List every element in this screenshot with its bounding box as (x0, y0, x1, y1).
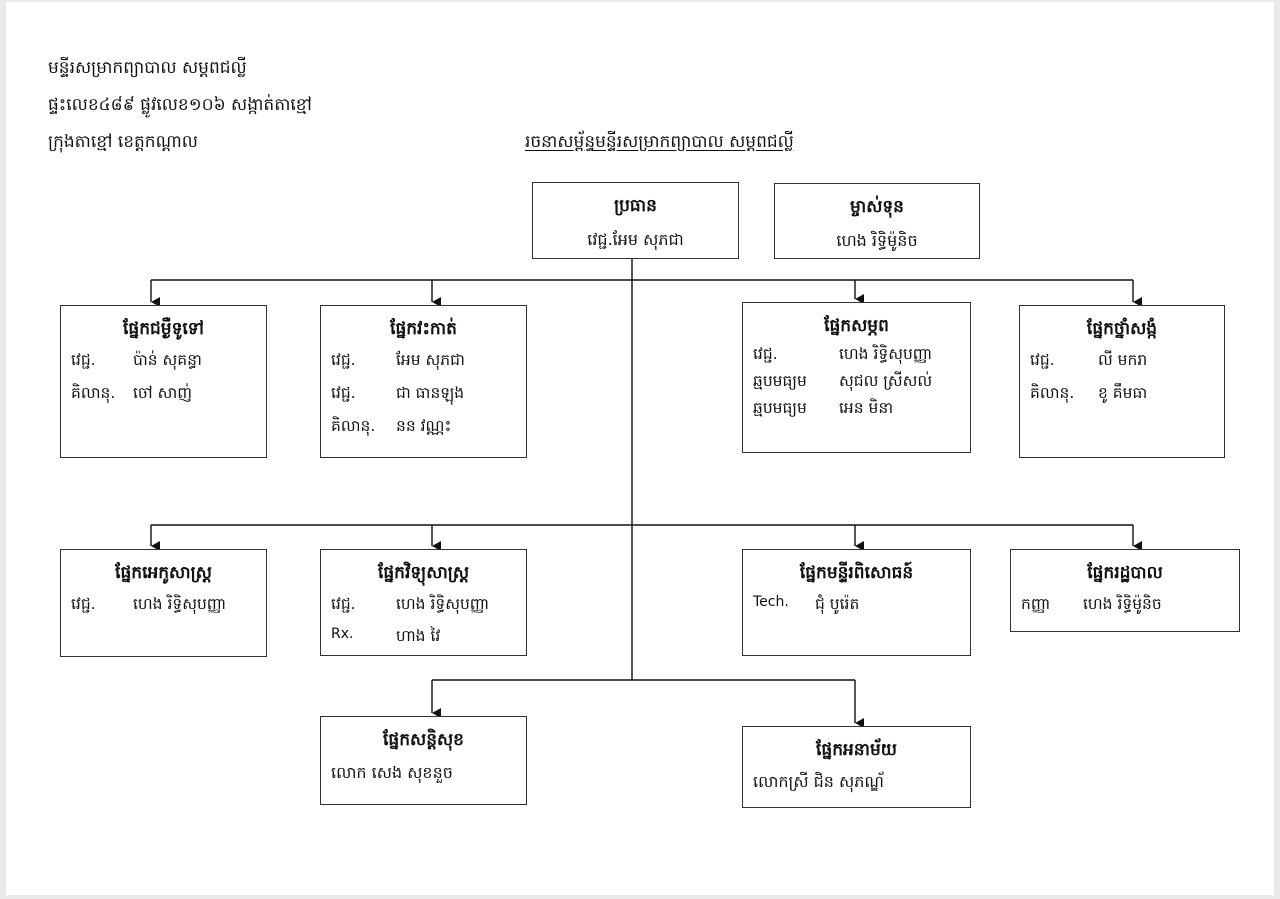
unit-title: ផ្នែកមន្ទីរពិសោធន៍ (799, 563, 914, 583)
staff-role: វេជ្ជ. (71, 595, 96, 613)
staff-role: វេជ្ជ. (331, 384, 356, 402)
staff-role: គិលានុ. (1030, 384, 1075, 402)
unit-internal-medicine: ផ្នែកជម្ងឺទូទៅ វេជ្ជ. ប៉ាន់ សុគន្ធា គិលាន… (60, 305, 267, 458)
staff-name: នន វណ្ណះ (396, 417, 452, 435)
unit-title: ផ្នែកថ្នាំសង្កំ (1086, 319, 1158, 339)
unit-title: ផ្នែករដ្ឋបាល (1087, 563, 1163, 583)
staff-name: ជុំ បូរ៉េត (815, 595, 860, 613)
staff-name: សុជល ស្រីសល់ (839, 372, 933, 390)
staff-role: វេជ្ជ. (71, 351, 96, 369)
staff-name: អែម សុភជា (396, 351, 465, 369)
unit-title: ផ្នែកអេកូសាស្ត្រ (115, 563, 212, 583)
staff-name: ជា ធានឡុង (396, 384, 465, 402)
staff-role: វេជ្ជ. (1030, 351, 1055, 369)
staff-name: ចៅ សាញ់ (133, 384, 193, 402)
unit-radiology: ផ្នែកវិទ្យុសាស្ត្រ វេជ្ជ. ហេង រិទ្ធិសុបញ្… (320, 549, 527, 656)
owner-box: ម្ចាស់ទុន ហេង រិទ្ធិម៉ូនិច (774, 183, 980, 259)
staff-name: ហាង វៃ (396, 627, 441, 645)
unit-surgery: ផ្នែកវះកាត់ វេជ្ជ. អែម សុភជា វេជ្ជ. ជា ធាន… (320, 305, 527, 458)
hospital-address-street: ផ្ទះលេខ៤៨៩ ផ្លូវលេខ១០៦ សង្កាត់តាខ្មៅ (48, 95, 312, 115)
director-title: ប្រធាន (614, 196, 657, 216)
unit-title: ផ្នែកសន្តិសុខ (383, 730, 464, 750)
staff-role: ឆ្មបមធ្យម (753, 399, 807, 417)
unit-pharmacy: ផ្នែកថ្នាំសង្កំ វេជ្ជ. លី មករា គិលានុ. ខូ … (1019, 305, 1225, 458)
staff-name: ប៉ាន់ សុគន្ធា (133, 351, 202, 369)
staff-role: កញ្ញា (1021, 595, 1051, 613)
hospital-address-city: ក្រុងតាខ្មៅ ខេត្តកណ្តាល (48, 132, 198, 152)
unit-hygiene: ផ្នែកអនាម័យ លោកស្រី ជិន សុភណ្ឌ័ (742, 726, 971, 808)
staff-role: វេជ្ជ. (753, 345, 778, 363)
unit-administration: ផ្នែករដ្ឋបាល កញ្ញា ហេង រិទ្ធិម៉ូនិច (1010, 549, 1240, 632)
staff-role: គិលានុ. (71, 384, 116, 402)
staff-role: វេជ្ជ. (331, 351, 356, 369)
unit-echography: ផ្នែកអេកូសាស្ត្រ វេជ្ជ. ហេង រិទ្ធិសុបញ្ញា (60, 549, 267, 657)
unit-title: ផ្នែកសម្ភព (824, 316, 889, 336)
staff-name: ហេង រិទ្ធិម៉ូនិច (1083, 595, 1162, 613)
staff-role: ឆ្មបមធ្យម (753, 372, 807, 390)
staff-name: ហេង រិទ្ធិសុបញ្ញា (133, 595, 227, 613)
staff-name: លោកស្រី ជិន សុភណ្ឌ័ (753, 772, 884, 791)
staff-name: អេន មិនា (839, 399, 894, 417)
unit-title: ផ្នែកជម្ងឺទូទៅ (123, 319, 204, 339)
staff-role: វេជ្ជ. (331, 595, 356, 613)
unit-title: ផ្នែកអនាម័យ (816, 740, 897, 760)
unit-laboratory: ផ្នែកមន្ទីរពិសោធន៍ Tech. ជុំ បូរ៉េត (742, 549, 971, 656)
staff-role: គិលានុ. (331, 417, 376, 435)
director-box: ប្រធាន វេជ្ជ.អែម សុភជា (532, 182, 739, 259)
owner-name: ហេង រិទ្ធិម៉ូនិច (836, 231, 918, 250)
unit-title: ផ្នែកវះកាត់ (390, 319, 457, 339)
staff-name: ហេង រិទ្ធិសុបញ្ញា (396, 595, 490, 613)
chart-title: រចនាសម្ព័ន្ធមន្ទីរសម្រាកព្យាបាល សម្តពជល្… (525, 132, 794, 152)
staff-name: លោក សេង សុខនួច (331, 763, 453, 782)
staff-name: ហេង រិទ្ធិសុបញ្ញា (839, 345, 933, 363)
director-name: វេជ្ជ.អែម សុភជា (587, 230, 684, 249)
owner-title: ម្ចាស់ទុន (850, 197, 904, 217)
unit-maternity: ផ្នែកសម្ភព វេជ្ជ. ហេង រិទ្ធិសុបញ្ញា ឆ្មបម… (742, 302, 971, 453)
unit-title: ផ្នែកវិទ្យុសាស្ត្រ (377, 563, 470, 583)
hospital-name: មន្ទីរសម្រាកព្យាបាល សម្តពជល្លី (48, 58, 247, 78)
staff-role: Tech. (753, 594, 789, 610)
staff-name: លី មករា (1098, 351, 1148, 369)
staff-role: Rx. (331, 626, 354, 642)
staff-name: ខូ គឹមធា (1098, 384, 1148, 402)
unit-security: ផ្នែកសន្តិសុខ លោក សេង សុខនួច (320, 716, 527, 805)
